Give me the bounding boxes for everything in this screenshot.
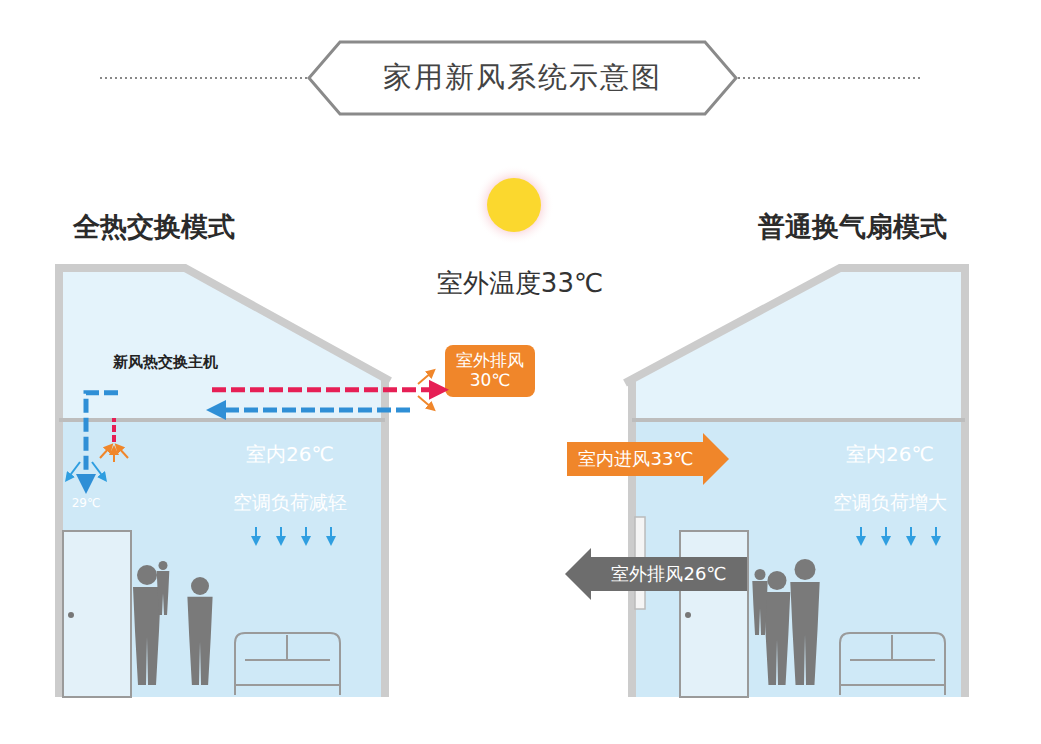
intake-arrow: 室内进风33℃ bbox=[567, 433, 729, 485]
person-silhouette bbox=[764, 571, 791, 685]
air-arrow bbox=[113, 450, 115, 462]
person-silhouette bbox=[133, 565, 161, 685]
supply-temp: 29℃ bbox=[72, 496, 101, 510]
indoor-temp: 室内26℃ bbox=[846, 441, 934, 468]
unit-heading: 新风热交换主机 bbox=[113, 353, 218, 372]
mode-heading: 普通换气扇模式 bbox=[758, 209, 947, 245]
arrow-body bbox=[567, 433, 729, 485]
air-arrow bbox=[100, 447, 110, 458]
person-silhouette bbox=[790, 559, 819, 685]
air-arrow bbox=[118, 447, 128, 458]
cool-air-arrow bbox=[330, 527, 332, 541]
interior bbox=[63, 527, 340, 697]
person-head bbox=[795, 559, 816, 580]
room-fill bbox=[59, 420, 385, 697]
air-duct bbox=[212, 387, 441, 392]
interior bbox=[635, 517, 945, 697]
air-duct bbox=[86, 393, 118, 486]
airflow-label: 室外排风26℃ bbox=[611, 562, 726, 586]
exhaust-box: 室外排风 30℃ bbox=[445, 345, 535, 397]
house-outline bbox=[625, 265, 970, 697]
door bbox=[63, 531, 131, 697]
load-label: 空调负荷减轻 bbox=[233, 490, 347, 516]
door bbox=[680, 531, 748, 697]
person-head bbox=[768, 571, 787, 590]
house-wall bbox=[59, 268, 390, 697]
person-body bbox=[790, 582, 819, 685]
person-body bbox=[752, 581, 767, 635]
person-body bbox=[187, 597, 212, 685]
air-arrow bbox=[92, 462, 104, 478]
door-knob bbox=[685, 612, 691, 618]
attic-fill bbox=[632, 268, 965, 697]
sofa bbox=[840, 633, 945, 695]
person-body bbox=[157, 571, 170, 615]
person-head bbox=[191, 577, 209, 595]
house-fan: 室内26℃空调负荷增大普通换气扇模式 bbox=[625, 265, 970, 697]
indoor-temp-pill: 室内26℃ bbox=[235, 437, 345, 472]
person-silhouette bbox=[187, 577, 212, 685]
airflow-label: 室内进风33℃ bbox=[578, 447, 693, 471]
supply-air-arrows bbox=[68, 462, 104, 478]
air-arrow bbox=[418, 372, 432, 384]
person-head bbox=[159, 561, 168, 570]
cool-air-arrow bbox=[305, 527, 307, 541]
dotted-rule bbox=[738, 77, 922, 79]
exhaust-arrow: 室外排风26℃ bbox=[565, 548, 747, 600]
mode-heading: 全热交换模式 bbox=[73, 209, 235, 245]
intake-duct bbox=[214, 408, 410, 413]
ceiling-line bbox=[632, 418, 965, 422]
cool-air-arrow bbox=[860, 527, 862, 541]
cool-air-arrow bbox=[885, 527, 887, 541]
indoor-temp: 室内26℃ bbox=[246, 441, 334, 468]
load-label: 空调负荷增大 bbox=[833, 490, 947, 516]
load-box: 空调负荷增大 bbox=[822, 485, 958, 520]
house-wall bbox=[625, 268, 965, 697]
house-outline bbox=[55, 265, 390, 697]
indoor-temp-pill: 室内26℃ bbox=[835, 437, 945, 472]
return-duct bbox=[112, 418, 116, 442]
air-arrow bbox=[68, 462, 80, 478]
person-silhouette bbox=[752, 569, 767, 635]
sun-glow bbox=[474, 165, 554, 245]
attic-fill bbox=[59, 268, 385, 697]
person-body bbox=[133, 587, 161, 685]
cool-air-arrow bbox=[255, 527, 257, 541]
cool-air-arrow bbox=[935, 527, 937, 541]
person-head bbox=[137, 565, 157, 585]
load-box: 空调负荷减轻 bbox=[222, 485, 358, 520]
house-heat-exchange: 新风热交换主机29℃室内26℃空调负荷减轻全热交换模式 bbox=[55, 265, 390, 697]
person-silhouette bbox=[157, 561, 170, 615]
air-arrow bbox=[418, 396, 432, 408]
return-air-arrows bbox=[100, 372, 432, 462]
sofa bbox=[235, 633, 340, 695]
exhaust-label: 室外排风 30℃ bbox=[451, 351, 529, 390]
cool-air-arrow bbox=[280, 527, 282, 541]
dotted-rule bbox=[100, 77, 308, 79]
temperature-label: 室外温度33℃ bbox=[390, 266, 650, 301]
cool-air-arrow bbox=[910, 527, 912, 541]
sun bbox=[487, 178, 541, 232]
person-head bbox=[755, 569, 766, 580]
arrow-body bbox=[565, 548, 747, 600]
ceiling-line bbox=[59, 418, 385, 422]
person-body bbox=[764, 592, 791, 685]
door-knob bbox=[68, 612, 74, 618]
diagram-title: 家用新风系统示意图 bbox=[310, 58, 735, 98]
title-banner bbox=[309, 42, 736, 114]
